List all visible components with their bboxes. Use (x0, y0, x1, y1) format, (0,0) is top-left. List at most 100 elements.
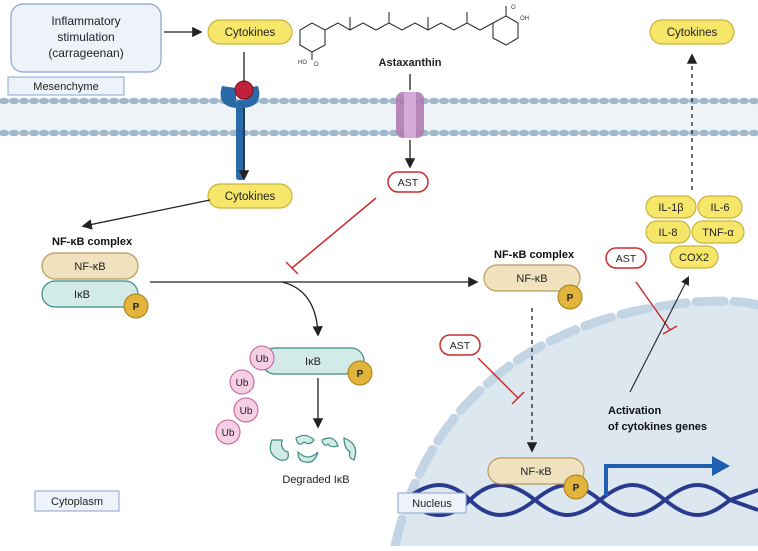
svg-text:Ub: Ub (240, 406, 253, 417)
lipid-head (279, 97, 289, 105)
lipid-head (9, 97, 19, 105)
lipid-head (519, 129, 529, 137)
lipid-head (519, 97, 529, 105)
lipid-head (19, 97, 29, 105)
lipid-head (529, 97, 539, 105)
svg-text:P: P (573, 483, 580, 494)
lipid-head (89, 129, 99, 137)
lipid-head (679, 129, 689, 137)
svg-text:AST: AST (398, 177, 419, 189)
lipid-head (339, 97, 349, 105)
lipid-head (179, 129, 189, 137)
svg-text:P: P (567, 293, 574, 304)
lipid-head (39, 97, 49, 105)
lipid-head (339, 129, 349, 137)
lipid-head (309, 97, 319, 105)
nfkb-box-right: NF-κB (483, 264, 581, 292)
lipid-head (489, 129, 499, 137)
lipid-head (679, 97, 689, 105)
mesenchyme-label: Mesenchyme (7, 76, 125, 96)
lipid-head (529, 129, 539, 137)
lipid-head (79, 97, 89, 105)
svg-text:AST: AST (450, 340, 471, 352)
lipid-head (729, 97, 739, 105)
svg-text:Cytoplasm: Cytoplasm (51, 496, 103, 508)
lipid-head (199, 97, 209, 105)
lipid-head (359, 129, 369, 137)
lipid-head (459, 97, 469, 105)
lipid-head (39, 129, 49, 137)
lipid-head (449, 129, 459, 137)
ikb-box-left: IκB (41, 280, 139, 308)
astaxanthin-o-left: O (314, 62, 319, 68)
inhibition-ast-right (635, 281, 671, 331)
lipid-head (169, 129, 179, 137)
lipid-head (459, 129, 469, 137)
svg-text:P: P (357, 369, 364, 380)
phospho-icon-ub: P (347, 360, 373, 386)
lipid-head (109, 129, 119, 137)
lipid-head (159, 97, 169, 105)
receptor-icon (220, 80, 260, 180)
lipid-head (709, 129, 719, 137)
cytokine-gene-cox2: COX2 (669, 245, 719, 269)
lipid-head (629, 97, 639, 105)
stimulus-line-2: stimulation (57, 30, 114, 44)
nucleus-label: Nucleus (397, 492, 467, 514)
lipid-head (429, 129, 439, 137)
lipid-head (279, 129, 289, 137)
lipid-head (59, 97, 69, 105)
lipid-head (489, 97, 499, 105)
ast-badge-right: AST (605, 247, 647, 269)
lipid-head (379, 97, 389, 105)
lipid-head (269, 97, 279, 105)
lipid-head (469, 129, 479, 137)
lipid-head (319, 97, 329, 105)
lipid-head (209, 129, 219, 137)
lipid-head (79, 129, 89, 137)
lipid-head (479, 129, 489, 137)
lipid-head (429, 97, 439, 105)
lipid-head (639, 97, 649, 105)
stimulus-line-1: Inflammatory (51, 14, 120, 28)
lipid-head (499, 129, 509, 137)
lipid-head (559, 129, 569, 137)
astaxanthin-label: Astaxanthin (379, 57, 442, 69)
degraded-ikb-label: Degraded IκB (282, 474, 349, 486)
cytokines-pill-output: Cytokines (649, 19, 735, 45)
lipid-head (689, 97, 699, 105)
lipid-head (649, 97, 659, 105)
svg-text:P: P (133, 302, 140, 313)
lipid-head (439, 97, 449, 105)
lipid-head (349, 129, 359, 137)
lipid-head (59, 129, 69, 137)
activation-label-1: Activation (608, 405, 661, 417)
lipid-head (479, 97, 489, 105)
svg-text:COX2: COX2 (679, 252, 709, 264)
lipid-head (619, 129, 629, 137)
lipid-head (449, 97, 459, 105)
svg-text:IL-6: IL-6 (711, 202, 730, 214)
lipid-head (209, 97, 219, 105)
lipid-head (149, 129, 159, 137)
svg-text:Ub: Ub (256, 354, 269, 365)
lipid-head (669, 129, 679, 137)
lipid-head (329, 129, 339, 137)
lipid-head (289, 129, 299, 137)
lipid-head (139, 97, 149, 105)
transcription-arrow-icon (604, 464, 716, 496)
lipid-head (699, 129, 709, 137)
cytokines-pill-top: Cytokines (207, 19, 293, 45)
cytoplasm-label: Cytoplasm (34, 490, 120, 512)
lipid-head (89, 97, 99, 105)
phospho-icon-right: P (557, 284, 583, 310)
lipid-head (69, 97, 79, 105)
lipid-head (369, 97, 379, 105)
arrow-activation-to-genes (629, 276, 689, 393)
nfkb-box-nucleus: NF-κB (487, 457, 585, 485)
lipid-head (309, 129, 319, 137)
lipid-head (19, 129, 29, 137)
cytokines-label-top: Cytokines (225, 27, 276, 39)
lipid-head (609, 129, 619, 137)
